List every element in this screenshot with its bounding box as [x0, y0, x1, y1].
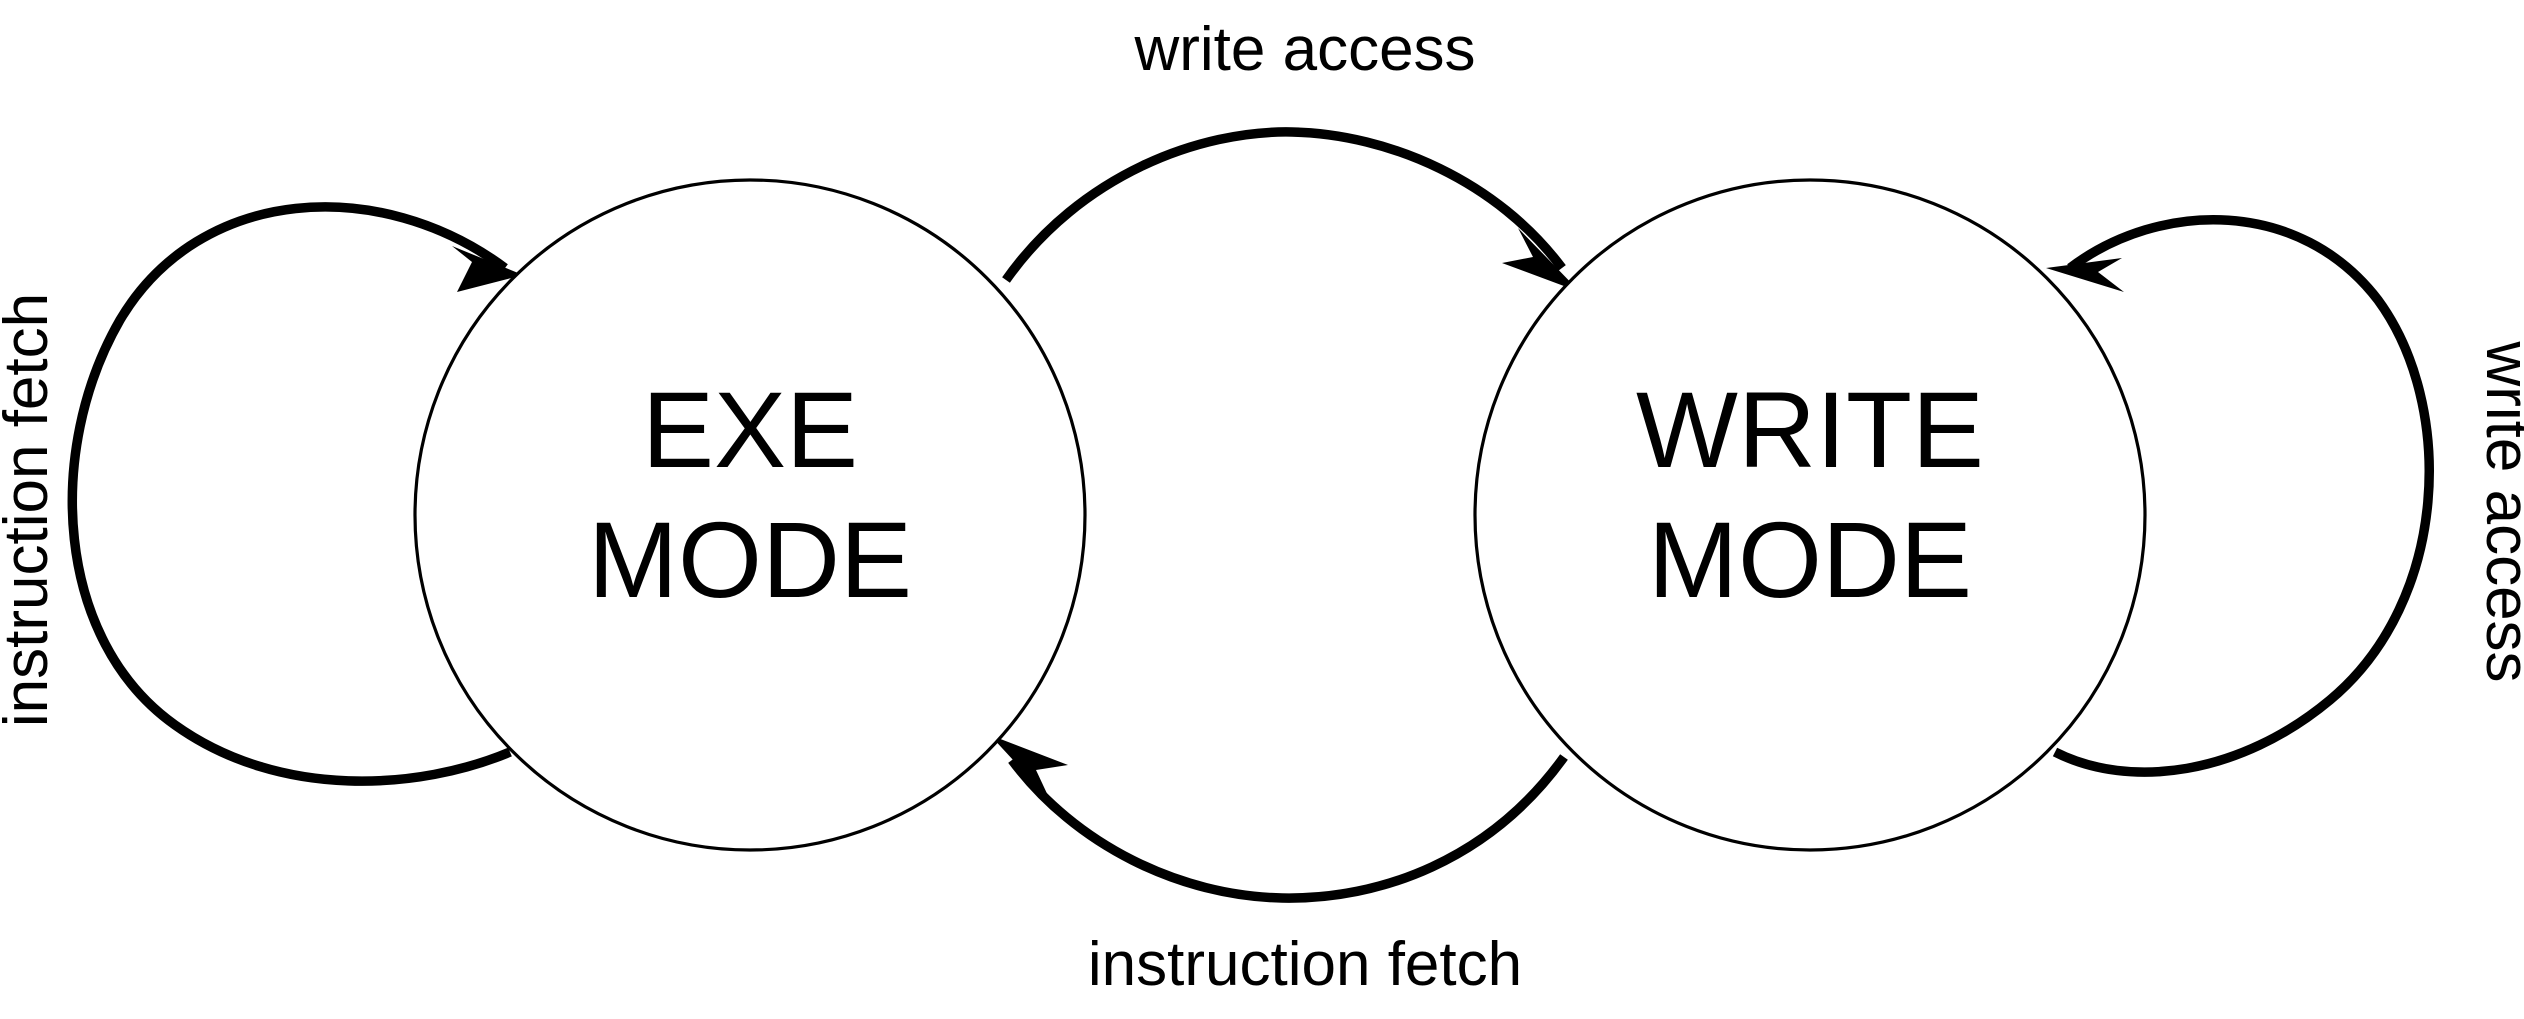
exe-to-write-label: write access — [1133, 15, 1475, 84]
write-to-exe-path — [1008, 754, 1568, 903]
exe-mode-label-line2: MODE — [588, 499, 912, 620]
write-to-exe-arrowhead — [990, 735, 1068, 800]
exe-self-loop-arrowhead — [452, 246, 523, 292]
write-mode-circle[interactable] — [1473, 178, 2147, 852]
write-self-loop-label: write access — [2473, 340, 2524, 682]
write-to-exe-label: instruction fetch — [1088, 930, 1522, 999]
write-mode-label-line1: WRITE — [1636, 369, 1984, 490]
write-self-loop-arrowhead — [2046, 258, 2124, 292]
exe-to-write-arrowhead — [1502, 228, 1580, 292]
transition-exe-to-write[interactable] — [1002, 127, 1580, 292]
transition-write-self-loop[interactable] — [2046, 215, 2434, 777]
transition-exe-self-loop[interactable] — [67, 202, 523, 786]
transition-write-to-exe[interactable] — [990, 735, 1568, 903]
write-mode-label-line2: MODE — [1648, 499, 1972, 620]
write-self-loop-path — [2052, 215, 2434, 777]
exe-mode-label-line1: EXE — [642, 369, 858, 490]
exe-self-loop-label: instruction fetch — [0, 293, 61, 727]
state-node-write-mode[interactable]: WRITE MODE — [1473, 178, 2147, 852]
state-node-exe-mode[interactable]: EXE MODE — [413, 178, 1087, 852]
exe-to-write-path — [1002, 127, 1566, 283]
exe-mode-circle[interactable] — [413, 178, 1087, 852]
exe-self-loop-path — [67, 202, 512, 786]
